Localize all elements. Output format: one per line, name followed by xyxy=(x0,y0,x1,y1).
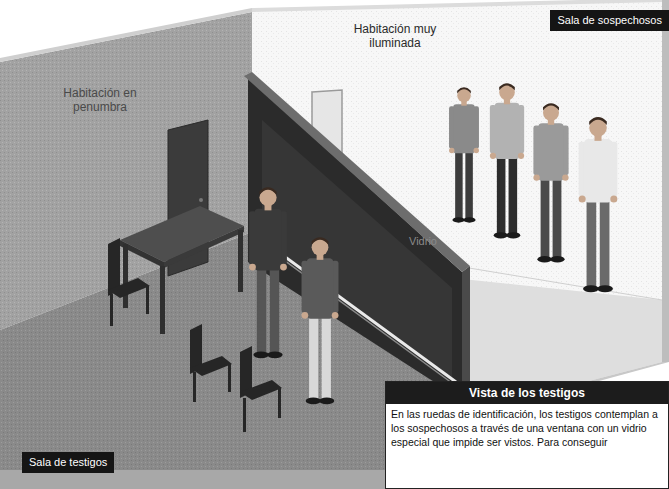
box-heading: Vista de los testigos xyxy=(386,382,668,404)
box-body: En las ruedas de identificación, los tes… xyxy=(386,404,668,452)
room-label: Habitación en penumbra xyxy=(55,86,145,114)
room-label: Habitación muy iluminada xyxy=(350,22,440,50)
room-tag: Sala de sospechosos xyxy=(550,10,669,31)
tag-text: Sala de testigos xyxy=(29,456,107,469)
tag-text: Sala de sospechosos xyxy=(557,14,662,27)
part-label: Vidrio xyxy=(398,234,448,248)
room-tag: Sala de testigos xyxy=(22,452,114,473)
info-box: Vista de los testigosEn las ruedas de id… xyxy=(385,381,669,489)
